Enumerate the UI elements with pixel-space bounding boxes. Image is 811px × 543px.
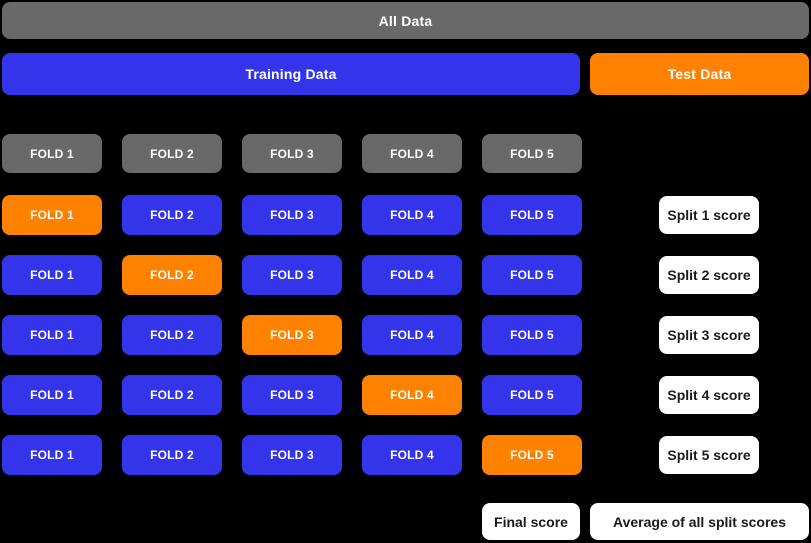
split-1-row: FOLD 1 FOLD 2 FOLD 3 FOLD 4 FOLD 5 Split…: [2, 195, 809, 235]
fold-cell: FOLD 3: [242, 195, 342, 235]
fold-cell: FOLD 3: [242, 255, 342, 295]
fold-header-cell: FOLD 1: [2, 134, 102, 173]
split-5-score-box: Split 5 score: [659, 436, 759, 474]
fold-header-cell: FOLD 5: [482, 134, 582, 173]
test-data-bar: Test Data: [590, 53, 809, 95]
fold-cell: FOLD 1: [2, 255, 102, 295]
fold-cell: FOLD 5: [482, 435, 582, 475]
fold-header-cell: FOLD 2: [122, 134, 222, 173]
fold-cell: FOLD 3: [242, 435, 342, 475]
fold-cell: FOLD 3: [242, 315, 342, 355]
fold-cell: FOLD 1: [2, 375, 102, 415]
fold-cell: FOLD 5: [482, 315, 582, 355]
fold-cell: FOLD 5: [482, 375, 582, 415]
split-4-score-box: Split 4 score: [659, 376, 759, 414]
split-2-row: FOLD 1 FOLD 2 FOLD 3 FOLD 4 FOLD 5 Split…: [2, 255, 809, 295]
fold-cell: FOLD 1: [2, 315, 102, 355]
average-score-box: Average of all split scores: [590, 503, 809, 540]
fold-header-cell: FOLD 3: [242, 134, 342, 173]
fold-cell: FOLD 4: [362, 375, 462, 415]
all-data-bar: All Data: [2, 2, 809, 39]
split-5-row: FOLD 1 FOLD 2 FOLD 3 FOLD 4 FOLD 5 Split…: [2, 435, 809, 475]
fold-cell: FOLD 5: [482, 255, 582, 295]
fold-cell: FOLD 4: [362, 315, 462, 355]
fold-cell: FOLD 2: [122, 435, 222, 475]
split-3-score-box: Split 3 score: [659, 316, 759, 354]
fold-cell: FOLD 1: [2, 435, 102, 475]
fold-cell: FOLD 4: [362, 195, 462, 235]
fold-cell: FOLD 2: [122, 255, 222, 295]
fold-cell: FOLD 3: [242, 375, 342, 415]
fold-cell: FOLD 4: [362, 255, 462, 295]
fold-cell: FOLD 2: [122, 195, 222, 235]
split-3-row: FOLD 1 FOLD 2 FOLD 3 FOLD 4 FOLD 5 Split…: [2, 315, 809, 355]
split-2-score-box: Split 2 score: [659, 256, 759, 294]
fold-cell: FOLD 2: [122, 375, 222, 415]
split-1-score-box: Split 1 score: [659, 196, 759, 234]
fold-cell: FOLD 1: [2, 195, 102, 235]
split-4-row: FOLD 1 FOLD 2 FOLD 3 FOLD 4 FOLD 5 Split…: [2, 375, 809, 415]
fold-cell: FOLD 4: [362, 435, 462, 475]
final-score-box: Final score: [482, 503, 580, 540]
fold-cell: FOLD 2: [122, 315, 222, 355]
fold-header-cell: FOLD 4: [362, 134, 462, 173]
training-data-bar: Training Data: [2, 53, 580, 95]
fold-header-row: FOLD 1 FOLD 2 FOLD 3 FOLD 4 FOLD 5: [2, 134, 809, 173]
fold-cell: FOLD 5: [482, 195, 582, 235]
